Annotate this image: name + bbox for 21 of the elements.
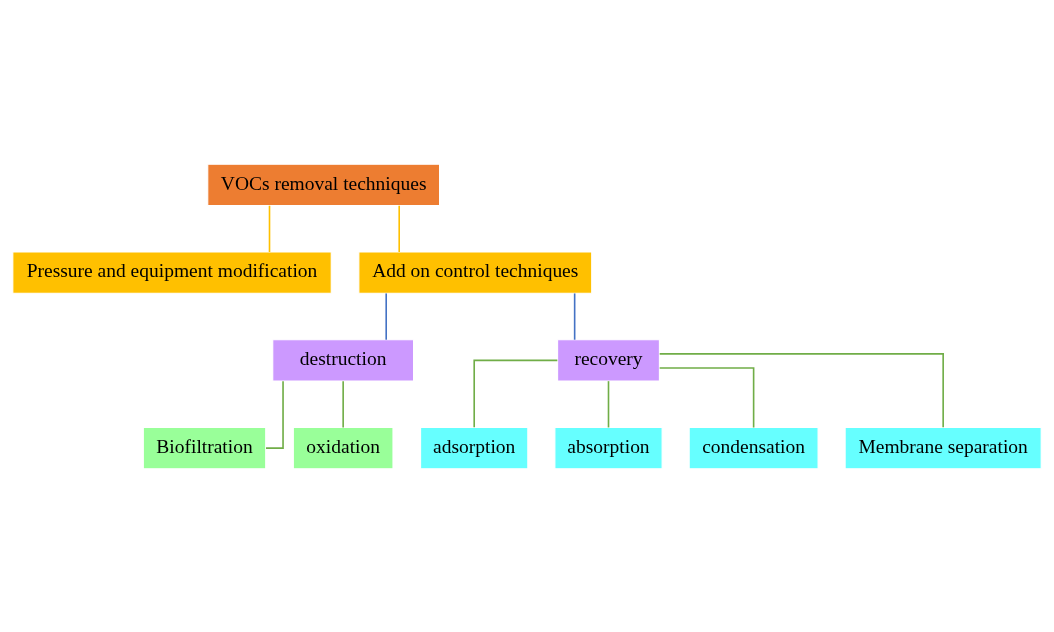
node-box: destruction — [272, 338, 415, 381]
node-box: Membrane separation — [844, 426, 1042, 469]
connector — [607, 379, 610, 428]
node-box: VOCs removal techniques — [207, 163, 441, 206]
connector — [658, 352, 944, 428]
connector — [398, 204, 400, 253]
node-box: absorption — [554, 426, 663, 469]
node-box: condensation — [688, 426, 819, 469]
node-box: adsorption — [420, 426, 529, 469]
node-box: Add on control techniques — [358, 251, 593, 294]
connector — [473, 359, 559, 428]
node-box: recovery — [557, 338, 660, 381]
node-box: oxidation — [292, 426, 394, 469]
connector — [268, 204, 271, 253]
connector — [385, 292, 387, 341]
connector — [342, 379, 344, 428]
node-box: Biofiltration — [142, 426, 267, 469]
node-box: Pressure and equipment modification — [12, 251, 332, 294]
connector — [265, 379, 284, 449]
connector — [658, 366, 755, 428]
connector — [573, 292, 576, 341]
